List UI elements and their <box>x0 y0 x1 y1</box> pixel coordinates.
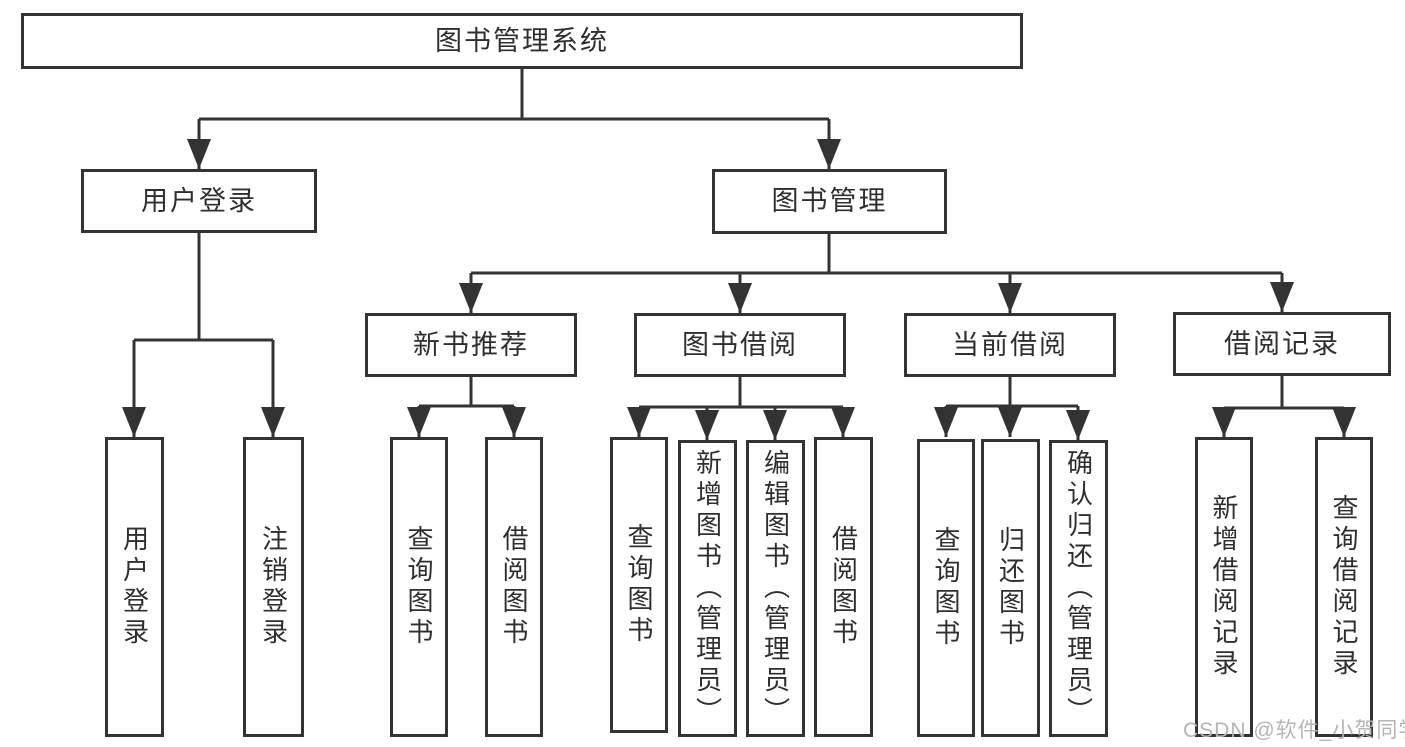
leaf-user-login: 用户登录 <box>105 437 164 737</box>
arrow-connectors <box>122 119 1356 440</box>
leaf-return-book: 归还图书 <box>981 439 1040 737</box>
node-label: 用户登录 <box>141 185 257 216</box>
leaf-query-books-borrowing: 查询图书 <box>610 437 668 733</box>
node-label: 新书推荐 <box>413 329 529 360</box>
leaf-logout: 注销登录 <box>243 437 304 737</box>
node-label: 查询图书 <box>931 526 961 650</box>
csdn-watermark: CSDN @软件_小贺同学 <box>1183 719 1405 742</box>
leaf-confirm-return-admin: 确认归还（管理员） <box>1049 440 1108 737</box>
node-label: 用户登录 <box>119 525 150 649</box>
node-label: 图书管理系统 <box>435 25 609 56</box>
node-label: 归还图书 <box>995 526 1026 650</box>
node-user-login: 用户登录 <box>81 169 317 233</box>
node-book-borrowing: 图书借阅 <box>634 313 846 377</box>
node-borrowing-records: 借阅记录 <box>1173 312 1391 376</box>
node-book-management: 图书管理 <box>712 169 947 234</box>
leaf-edit-book-admin: 编辑图书（管理员） <box>746 440 805 737</box>
leaf-borrow-books-borrowing: 借阅图书 <box>814 437 873 737</box>
node-label: 图书管理 <box>771 186 888 216</box>
node-label: 当前借阅 <box>952 329 1068 360</box>
node-label: 图书借阅 <box>682 329 798 360</box>
node-label: 编辑图书（管理员） <box>760 449 791 728</box>
leaf-borrow-books-recommend: 借阅图书 <box>485 437 543 737</box>
leaf-add-borrow-record: 新增借阅记录 <box>1195 437 1253 737</box>
node-label: 查询图书 <box>624 523 654 647</box>
node-label: 查询借阅记录 <box>1329 494 1359 680</box>
node-label: 注销登录 <box>258 525 289 649</box>
node-label: 新增借阅记录 <box>1209 494 1239 680</box>
node-label: 新增图书（管理员） <box>692 449 723 728</box>
leaf-query-books-current: 查询图书 <box>917 439 975 737</box>
node-label: 借阅图书 <box>828 525 859 649</box>
leaf-query-books-recommend: 查询图书 <box>390 437 448 737</box>
node-new-book-recommendation: 新书推荐 <box>365 313 577 377</box>
node-label: 借阅图书 <box>499 525 529 649</box>
node-label: 确认归还（管理员） <box>1063 449 1094 728</box>
leaf-query-borrow-record: 查询借阅记录 <box>1315 437 1373 737</box>
connector-trunks <box>134 69 1344 410</box>
leaf-add-book-admin: 新增图书（管理员） <box>678 440 737 737</box>
node-root: 图书管理系统 <box>21 13 1023 69</box>
node-current-borrowing: 当前借阅 <box>904 313 1116 377</box>
node-label: 查询图书 <box>404 525 434 649</box>
node-label: 借阅记录 <box>1224 328 1340 359</box>
